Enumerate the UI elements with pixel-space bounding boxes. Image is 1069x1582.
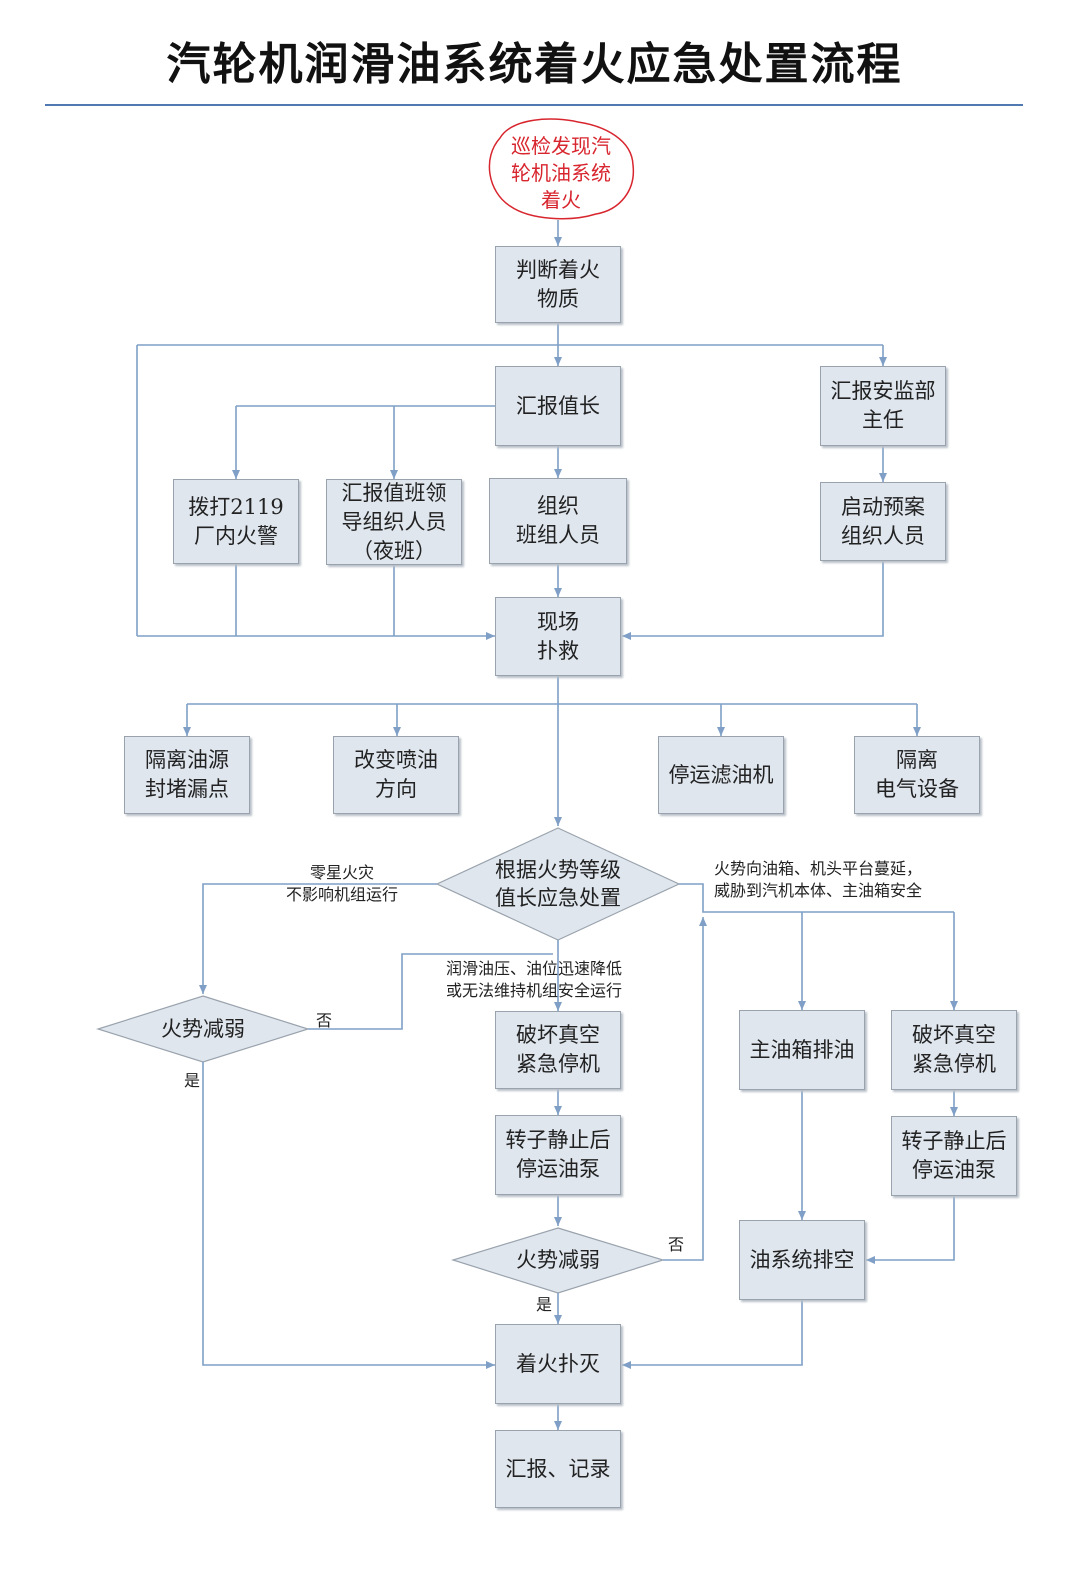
node-start: 巡检发现汽 轮机油系统 着火 [511, 133, 611, 212]
node-report-safety: 汇报安监部 主任 [820, 366, 946, 446]
start-cloud-shape [488, 118, 635, 220]
arrow-drain-fire-out [622, 1300, 803, 1369]
node-rotor-stop-2: 转子静止后 停运油泵 [891, 1116, 1017, 1196]
node-rotor-stop-1: 转子静止后 停运油泵 [495, 1115, 621, 1195]
line-decision-right [679, 883, 954, 913]
label-spread: 火势向油箱、机头平台蔓延， 威胁到汽机本体、主油箱安全 [714, 859, 923, 900]
label-no-left: 否 [316, 1011, 333, 1030]
node-break-vacuum-2: 破坏真空 紧急停机 [891, 1010, 1017, 1090]
node-report-leader: 汇报值班领 导组织人员 （夜班） [326, 479, 462, 565]
node-decision-weaken-left: 火势减弱 [161, 1017, 245, 1041]
node-report-chief: 汇报值长 [495, 366, 621, 446]
node-onsite-rescue: 现场 扑救 [495, 597, 621, 676]
label-no-mid: 否 [668, 1235, 685, 1254]
node-decision-weaken-mid: 火势减弱 [516, 1248, 600, 1272]
arrow-decision-weaken-left [199, 883, 437, 994]
node-start-plan: 启动预案 组织人员 [820, 482, 946, 561]
node-judge: 判断着火 物质 [495, 246, 621, 323]
node-fire-out: 着火扑灭 [495, 1324, 621, 1404]
title-rule [45, 104, 1023, 106]
node-decision-grade: 根据火势等级 值长应急处置 [495, 858, 621, 910]
node-isolate-oil: 隔离油源 封堵漏点 [124, 736, 250, 814]
label-minor-fire: 零星火灾 不影响机组运行 [285, 863, 398, 904]
node-call-2119: 拨打2119 厂内火警 [173, 479, 299, 564]
node-main-tank-drain: 主油箱排油 [739, 1010, 865, 1090]
node-isolate-elec: 隔离 电气设备 [854, 736, 980, 814]
arrow-rotor2-drain [866, 1196, 955, 1264]
label-pressure-drop: 润滑油压、油位迅速降低 或无法维持机组安全运行 [446, 959, 623, 1000]
node-report-record: 汇报、记录 [495, 1430, 621, 1508]
node-change-spray: 改变喷油 方向 [333, 736, 459, 814]
node-oil-system-drain: 油系统排空 [739, 1220, 865, 1300]
node-organize-team: 组织 班组人员 [489, 478, 627, 564]
label-yes-mid: 是 [536, 1295, 553, 1314]
arrow-weaken-mid-no [663, 917, 707, 1261]
arrow-weaken-left-yes [202, 1062, 495, 1369]
arrow-weaken-left-no [308, 953, 553, 1030]
label-yes-left: 是 [184, 1071, 201, 1090]
page-title: 汽轮机润滑油系统着火应急处置流程 [166, 39, 903, 90]
node-stop-filter: 停运滤油机 [658, 736, 784, 814]
node-break-vacuum-1: 破坏真空 紧急停机 [495, 1011, 621, 1089]
arrow-plan-rescue [622, 561, 884, 640]
